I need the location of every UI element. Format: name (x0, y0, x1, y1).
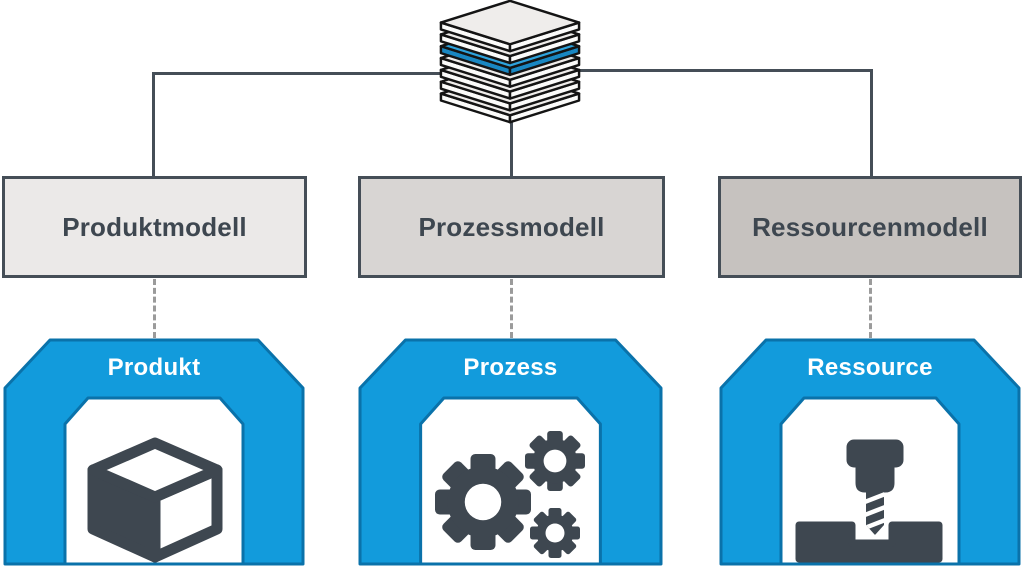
arch-shape (358, 338, 663, 566)
drill-bit (866, 491, 884, 535)
gate-produkt-label: Produkt (107, 354, 201, 381)
gear-small (530, 508, 580, 558)
workpiece-base (795, 521, 943, 563)
spindle-head (846, 439, 904, 468)
connector-right-horizontal (578, 69, 873, 72)
tool-chuck (855, 464, 895, 493)
stack-sheet (439, 0, 581, 53)
connector-left-vertical (152, 72, 155, 176)
connector-middle-vertical (510, 116, 513, 176)
box-produktmodell-label: Produktmodell (62, 211, 247, 242)
gear-medium (525, 431, 585, 491)
gear-large (435, 454, 531, 550)
arch-shape (719, 338, 1021, 566)
connector-left-horizontal (152, 72, 446, 75)
dashed-connector-produkt (153, 279, 156, 338)
box-produktmodell: Produktmodell (2, 176, 307, 278)
gate-ressource: Ressource (719, 338, 1021, 566)
cube-icon (87, 437, 223, 563)
gate-produkt: Produkt (3, 338, 305, 566)
milling-machine-icon (795, 439, 943, 563)
box-prozessmodell-label: Prozessmodell (418, 211, 605, 242)
dashed-connector-prozess (510, 279, 513, 338)
layer-stack-icon (439, 0, 581, 124)
gate-prozess-label: Prozess (463, 354, 558, 381)
box-prozessmodell: Prozessmodell (358, 176, 665, 278)
box-ressourcenmodell-label: Ressourcenmodell (752, 211, 988, 242)
gate-ressource-label: Ressource (807, 354, 933, 381)
gears-icon (435, 431, 585, 558)
arch-shape (3, 338, 305, 566)
connector-right-vertical (870, 69, 873, 176)
box-ressourcenmodell: Ressourcenmodell (718, 176, 1022, 278)
gate-prozess: Prozess (358, 338, 663, 566)
dashed-connector-ressource (869, 279, 872, 338)
